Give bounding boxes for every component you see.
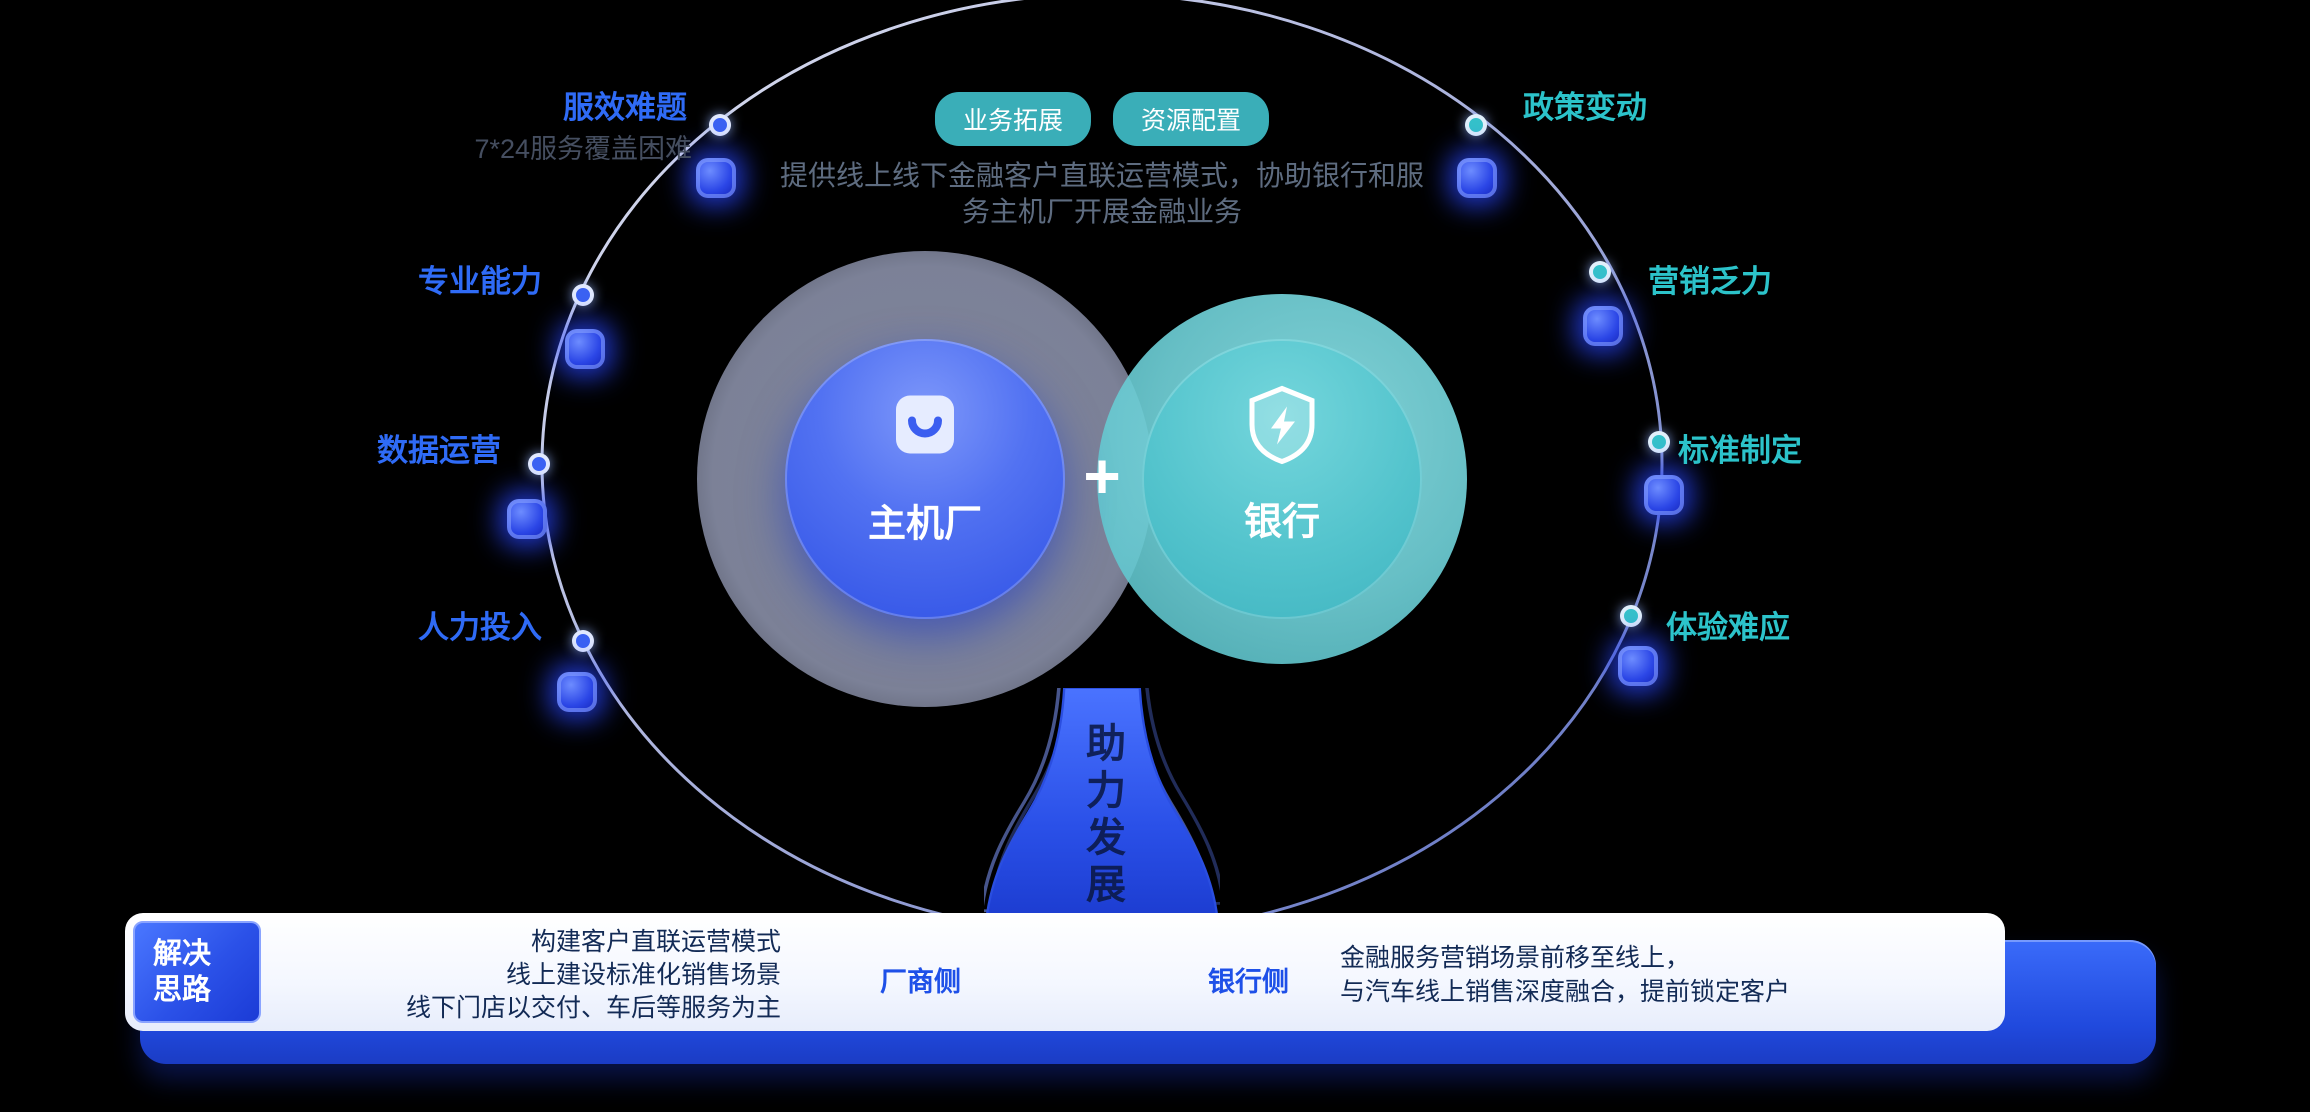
solution-bar [125, 913, 2005, 1031]
top-pill-row: 业务拓展 资源配置 [934, 92, 1270, 146]
orbit-dot-right-4 [1620, 605, 1642, 627]
solution-badge-line1: 解决 [153, 937, 212, 970]
bank-circle-label: 银行 [1243, 501, 1321, 544]
orbit-dot-left-1 [709, 114, 731, 136]
glow-node-left-4 [557, 672, 597, 712]
oem-solution-line1: 构建客户直联运营模式 [530, 928, 781, 956]
orbit-dot-right-3 [1648, 431, 1670, 453]
oem-circle [785, 339, 1065, 619]
orbit-dot-left-2 [572, 284, 594, 306]
pill-resource-allocation: 资源配置 [1113, 92, 1270, 146]
oem-solution-line3: 线下门店以交付、车后等服务为主 [405, 994, 781, 1022]
left-item-1-label: 服效难题 [563, 90, 687, 125]
orbit-dot-right-1 [1465, 114, 1487, 136]
left-item-2-label: 专业能力 [418, 264, 542, 299]
bank-solution-text: 金融服务营销场景前移至线上， 与汽车线上销售深度融合，提前锁定客户 [1340, 941, 1790, 1009]
trunk-vertical-text: 助力发展 [1080, 722, 1124, 910]
solution-badge-line2: 思路 [153, 974, 212, 1006]
oem-solution-text: 构建客户直联运营模式 线上建设标准化销售场景 线下门店以交付、车后等服务为主 [406, 926, 781, 1025]
orbit-dot-left-3 [528, 453, 550, 475]
center-description: 提供线上线下金融客户直联运营模式，协助银行和服 务主机厂开展金融业务 [612, 158, 1592, 230]
orbit-dot-left-4 [572, 630, 594, 652]
left-item-3-label: 数据运营 [377, 433, 501, 468]
center-description-line1: 提供线上线下金融客户直联运营模式，协助银行和服 [779, 160, 1424, 191]
shield-bolt-icon [1240, 383, 1324, 472]
glow-node-right-1 [1457, 158, 1497, 198]
plus-icon: + [1083, 440, 1121, 513]
right-item-3-label: 标准制定 [1678, 433, 1802, 468]
glow-node-left-1 [696, 158, 736, 198]
bank-solution-line1: 金融服务营销场景前移至线上， [1340, 944, 1691, 972]
right-item-1-label: 政策变动 [1523, 90, 1647, 125]
right-item-2-label: 营销乏力 [1648, 264, 1772, 299]
right-item-4-label: 体验难应 [1666, 610, 1790, 645]
bank-circle [1142, 339, 1422, 619]
oem-side-tag: 厂商侧 [880, 967, 961, 997]
solution-badge: 解决 思路 [133, 921, 261, 1023]
orbit-dot-right-2 [1589, 261, 1611, 283]
glow-node-right-3 [1644, 475, 1684, 515]
shopping-bag-icon [880, 381, 970, 474]
tree-trunk [984, 688, 1220, 920]
left-item-1-subtitle: 7*24服务覆盖困难 [474, 134, 692, 164]
center-description-line2: 务主机厂开展金融业务 [961, 196, 1242, 227]
glow-node-right-4 [1618, 646, 1658, 686]
pill-business-expansion: 业务拓展 [934, 92, 1091, 146]
oem-solution-line2: 线上建设标准化销售场景 [505, 961, 781, 989]
oem-circle-label: 主机厂 [867, 503, 983, 546]
glow-node-right-2 [1583, 306, 1623, 346]
left-item-4-label: 人力投入 [418, 610, 542, 645]
bank-side-tag: 银行侧 [1208, 967, 1289, 997]
glow-node-left-2 [565, 329, 605, 369]
glow-node-left-3 [507, 499, 547, 539]
bank-solution-line2: 与汽车线上销售深度融合，提前锁定客户 [1340, 978, 1791, 1006]
